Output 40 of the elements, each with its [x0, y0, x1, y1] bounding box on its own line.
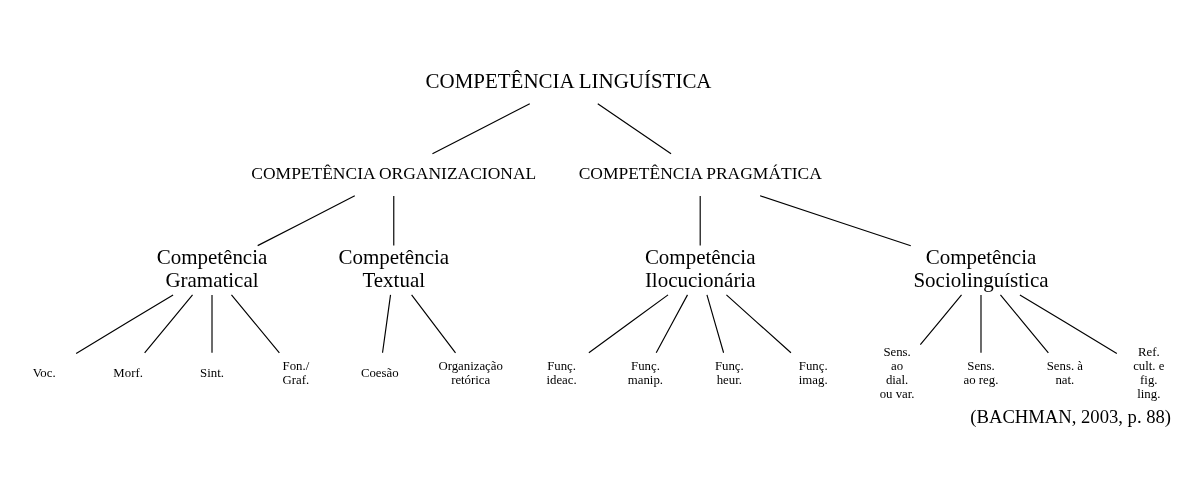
connector [1019, 294, 1118, 355]
node-text: Funç. imag. [798, 359, 828, 388]
connector [999, 294, 1049, 354]
node-text: Fon./ Graf. [282, 359, 310, 388]
node-text: Funç. ideac. [546, 359, 577, 388]
node-text: COMPETÊNCIA ORGANIZACIONAL [251, 162, 537, 183]
node-text: Competência Gramatical [156, 244, 268, 292]
node-text: Funç. heur. [714, 359, 744, 388]
connector [597, 103, 672, 155]
connector [431, 103, 531, 155]
node-text: Competência Ilocucionária [644, 244, 756, 292]
node-text: Sens. ao dial. ou var. [879, 345, 915, 402]
connector [699, 195, 701, 247]
node-text: COMPETÊNCIA PRAGMÁTICA [578, 162, 822, 183]
connector [381, 294, 392, 354]
node-text: Ref. cult. e fig. ling. [1133, 345, 1165, 402]
caption: (BACHMAN, 2003, p. 88) [970, 405, 1172, 427]
connector [759, 195, 912, 247]
node-text: Organização retórica [438, 359, 503, 388]
connector [655, 294, 689, 354]
connector [257, 195, 356, 247]
node-text: Sint. [200, 366, 224, 381]
connector [144, 294, 194, 354]
node-text: Coesão [360, 366, 399, 381]
node-text: COMPETÊNCIA LINGUÍSTICA [425, 68, 712, 93]
connector [393, 195, 395, 247]
connector [588, 294, 669, 354]
node-text: Sens. à nat. [1046, 359, 1084, 388]
connector [75, 294, 174, 355]
connector [411, 294, 457, 354]
node-text: Sens. ao reg. [963, 359, 999, 388]
node-text: Funç. manip. [627, 359, 664, 388]
node-text: Competência Sociolinguística [913, 244, 1049, 292]
connector [230, 294, 280, 354]
connector [706, 294, 725, 354]
node-text: Voc. [32, 366, 56, 381]
connector [725, 294, 792, 354]
node-text: Morf. [113, 366, 143, 381]
connector [919, 294, 963, 346]
node-text: Competência Textual [338, 244, 450, 292]
